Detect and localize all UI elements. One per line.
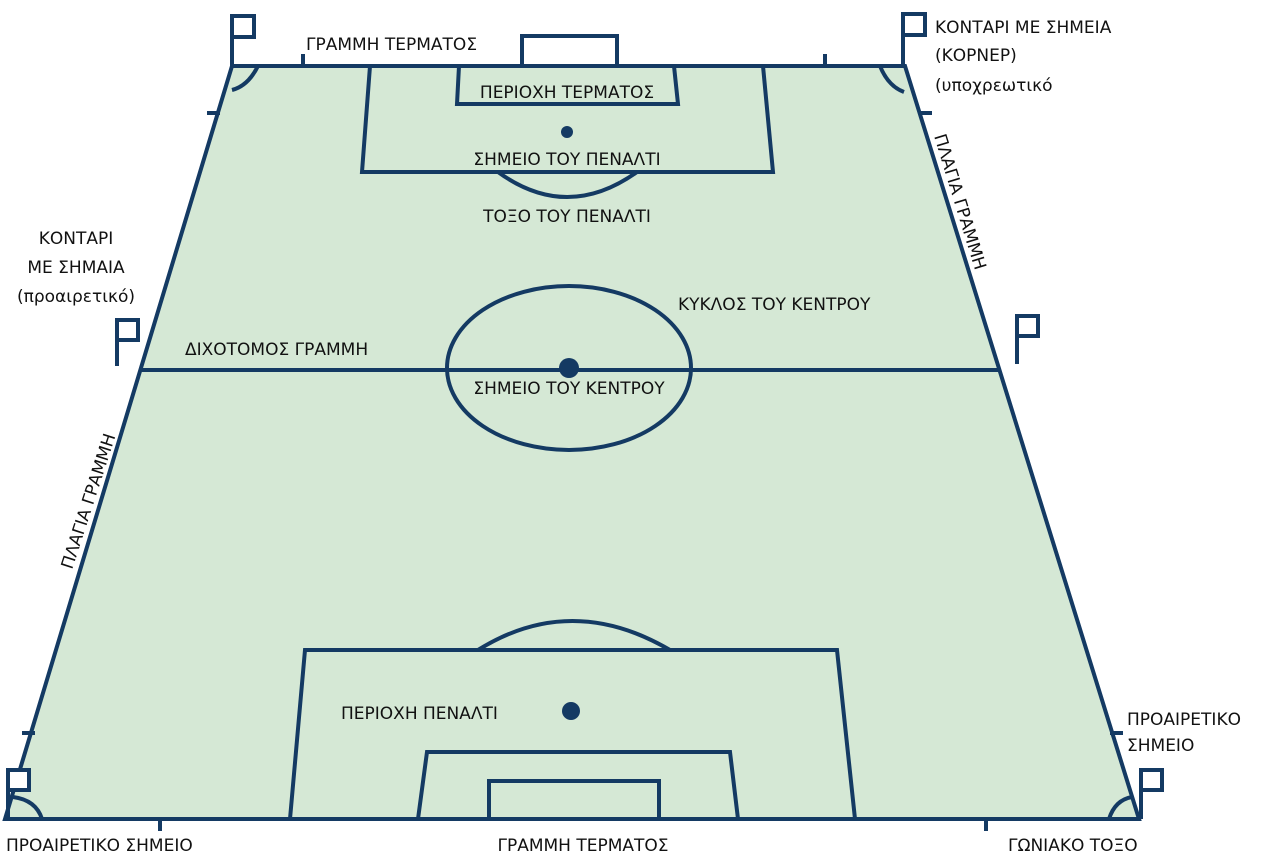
penalty-mark-top xyxy=(561,126,573,138)
label-goal-line-bottom: ΓΡΑΜΜΗ ΤΕΡΜΑΤΟΣ xyxy=(497,836,668,856)
corner-flag-top-left xyxy=(230,14,256,66)
label-optional-mark-right-line1: ΠΡΟΑΙΡΕΤΙΚΟ xyxy=(1127,710,1241,730)
corner-flag-bottom-left xyxy=(6,768,31,819)
goal-top xyxy=(520,34,619,68)
label-halfway-flag-line3: (προαιρετικό) xyxy=(17,287,135,307)
label-penalty-mark: ΣΗΜΕΙΟ ΤΟΥ ΠΕΝΑΛΤΙ xyxy=(473,150,660,170)
penalty-arc-bottom xyxy=(476,619,672,652)
corner-arc-bottom-left xyxy=(12,795,44,820)
corner-arc-top-left xyxy=(231,65,260,92)
goal-area-top xyxy=(454,65,681,106)
label-corner-arc: ΓΩΝΙΑΚΟ ΤΟΞΟ xyxy=(1008,836,1138,856)
halfway-flag-right xyxy=(1015,314,1040,364)
label-optional-mark-right-line2: ΣΗΜΕΙΟ xyxy=(1127,736,1194,756)
label-corner-flag-line2: (ΚΟΡΝΕΡ) xyxy=(935,46,1017,66)
corner-arc-top-right xyxy=(878,65,905,94)
goal-area-bottom xyxy=(416,750,740,820)
label-halfway-line: ΔΙΧΟΤΟΜΟΣ ΓΡΑΜΜΗ xyxy=(185,340,368,360)
goal-bottom xyxy=(487,779,661,819)
label-corner-flag-line3: (υποχρεωτικό xyxy=(935,76,1053,96)
penalty-area-bottom xyxy=(288,648,857,820)
corner-flag-bottom-right xyxy=(1139,768,1164,819)
halfway-flag-left xyxy=(115,318,140,366)
penalty-arc-top xyxy=(496,170,639,199)
label-corner-flag-line1: ΚΟΝΤΑΡΙ ΜΕ ΣΗΜΕΙΑ xyxy=(935,18,1112,38)
label-penalty-area: ΠΕΡΙΟΧΗ ΠΕΝΑΛΤΙ xyxy=(341,704,498,724)
label-centre-circle: ΚΥΚΛΟΣ ΤΟΥ ΚΕΝΤΡΟΥ xyxy=(678,295,871,315)
corner-arc-bottom-right xyxy=(1107,795,1133,820)
centre-circle xyxy=(445,284,693,452)
label-halfway-flag-line1: ΚΟΝΤΑΡΙ xyxy=(39,229,114,249)
label-centre-mark: ΣΗΜΕΙΟ ΤΟΥ ΚΕΝΤΡΟΥ xyxy=(473,379,665,399)
label-goal-area: ΠΕΡΙΟΧΗ ΤΕΡΜΑΤΟΣ xyxy=(480,83,654,103)
corner-flag-top-right xyxy=(901,12,927,66)
label-halfway-flag-line2: ΜΕ ΣΗΜΑΙΑ xyxy=(27,258,125,278)
label-optional-mark-left: ΠΡΟΑΙΡΕΤΙΚΟ ΣΗΜΕΙΟ xyxy=(6,836,193,856)
label-goal-line-top: ΓΡΑΜΜΗ ΤΕΡΜΑΤΟΣ xyxy=(306,35,477,55)
penalty-mark-bottom xyxy=(562,702,580,720)
label-penalty-arc: ΤΟΞΟ ΤΟΥ ΠΕΝΑΛΤΙ xyxy=(482,207,651,227)
centre-mark xyxy=(559,358,579,378)
penalty-area-top xyxy=(359,65,776,174)
